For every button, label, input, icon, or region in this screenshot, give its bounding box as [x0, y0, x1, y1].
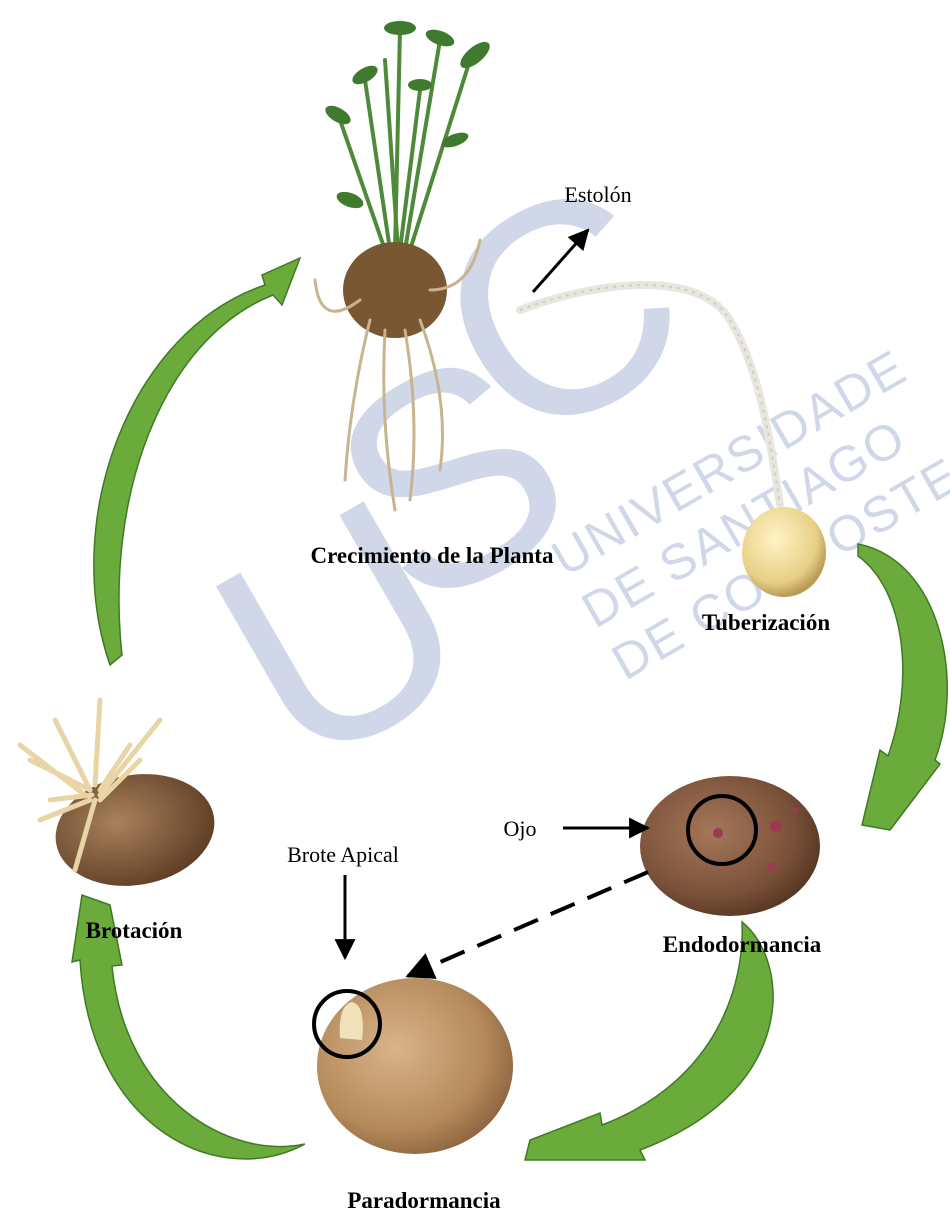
label-tuberizacion: Tuberización — [702, 610, 830, 635]
cycle-arrow-endodormancia-to-paradormancia — [525, 922, 773, 1160]
cycle-arrow-tuberizacion-to-endodormancia — [858, 544, 947, 830]
endo-to-para-dashed-arrow — [408, 872, 648, 976]
label-brotacion: Brotación — [86, 918, 183, 943]
label-brote-apical: Brote Apical — [287, 842, 399, 867]
label-paradormancia: Paradormancia — [347, 1188, 501, 1213]
label-endodormancia: Endodormancia — [663, 932, 822, 957]
label-estolon: Estolón — [564, 182, 631, 207]
usc-watermark: U S C UNIVERSIDADE DE SANTIAGO DE COMPOS… — [78, 1, 950, 856]
label-crecimiento: Crecimiento de la Planta — [311, 543, 554, 568]
label-ojo: Ojo — [504, 816, 537, 841]
paradormant-potato-image — [317, 978, 513, 1154]
young-tuber-image — [742, 507, 826, 597]
